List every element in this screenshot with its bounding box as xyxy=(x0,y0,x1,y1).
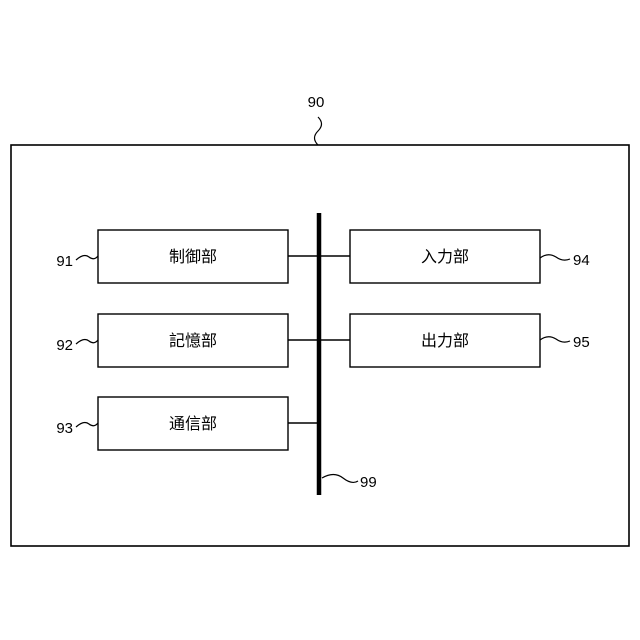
ref-label-91: 91 xyxy=(56,253,73,270)
block-input-unit: 入力部 xyxy=(350,230,540,283)
block-label: 通信部 xyxy=(169,414,217,433)
block-label: 制御部 xyxy=(169,247,217,266)
ref-leader-95 xyxy=(540,337,570,342)
block-label: 記憶部 xyxy=(169,331,217,350)
block-output-unit: 出力部 xyxy=(350,314,540,367)
ref-label-92: 92 xyxy=(56,337,73,354)
block-communication-unit: 通信部 xyxy=(98,397,288,450)
ref-label-94: 94 xyxy=(573,252,590,269)
block-label: 出力部 xyxy=(421,331,469,350)
ref-leader-91 xyxy=(76,256,98,260)
block-control-unit: 制御部 xyxy=(98,230,288,283)
ref-label-95: 95 xyxy=(573,334,590,351)
bus-ref-label: 99 xyxy=(360,474,377,491)
bus-ref-leader xyxy=(322,475,358,483)
block-label: 入力部 xyxy=(421,247,469,266)
block-storage-unit: 記憶部 xyxy=(98,314,288,367)
device-ref-leader xyxy=(315,117,322,145)
device-ref-label: 90 xyxy=(308,94,325,111)
ref-leader-94 xyxy=(540,255,570,260)
ref-leader-93 xyxy=(76,423,98,427)
ref-label-93: 93 xyxy=(56,420,73,437)
ref-leader-92 xyxy=(76,340,98,344)
